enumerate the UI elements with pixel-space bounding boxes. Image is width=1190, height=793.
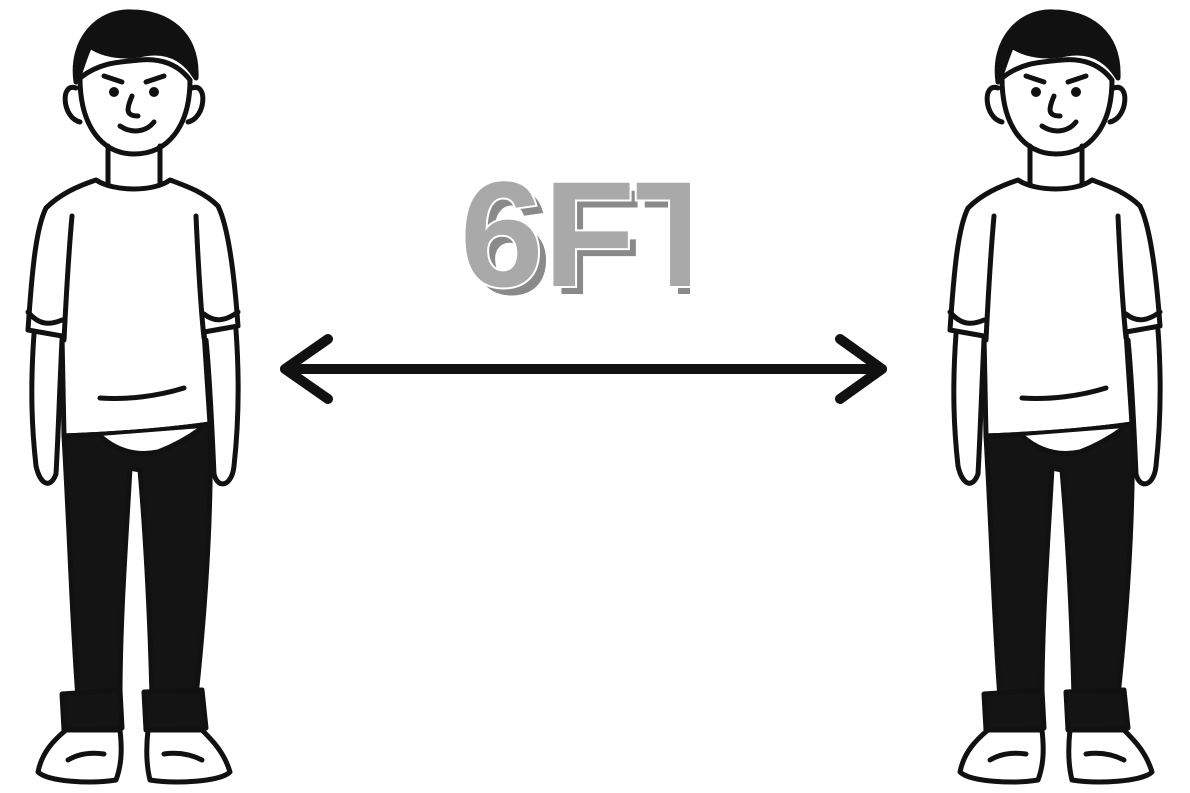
double-arrow xyxy=(270,325,900,415)
double-arrow-icon xyxy=(270,325,900,415)
distance-label-text-icon: 6FT 6FT xyxy=(440,150,690,320)
person-icon xyxy=(930,0,1170,793)
person-icon xyxy=(8,0,248,793)
person-right-illustration xyxy=(930,0,1170,793)
distance-label: 6FT 6FT xyxy=(440,150,690,320)
distance-label-text: 6FT xyxy=(460,150,690,318)
person-left-illustration xyxy=(8,0,248,793)
